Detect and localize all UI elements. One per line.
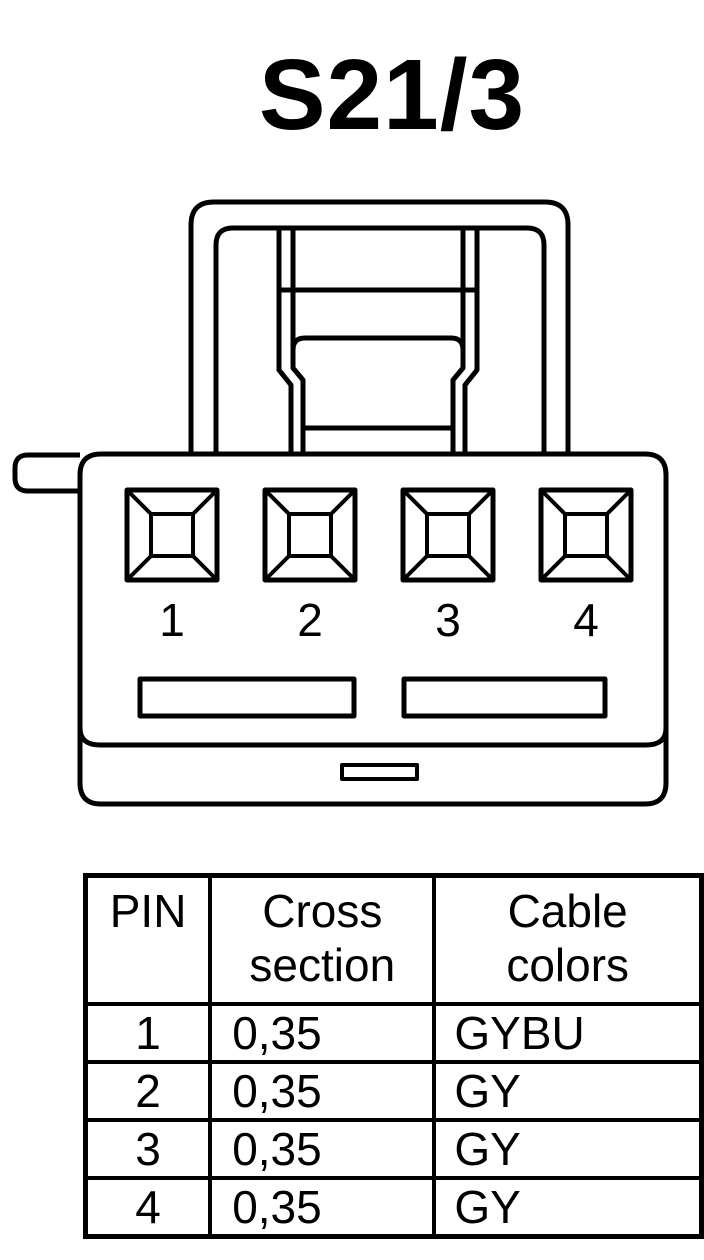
latch-tongue bbox=[276, 228, 480, 455]
cell-cross-section: 0,35 bbox=[208, 1176, 437, 1239]
pin-cavity-3 bbox=[400, 487, 496, 583]
cell-cable-color: GYBU bbox=[432, 1002, 704, 1064]
header-pin: PIN bbox=[83, 873, 213, 1006]
header-cable-colors: Cable colors bbox=[432, 873, 704, 1006]
cell-cross-section: 0,35 bbox=[208, 1118, 437, 1180]
table-row: 4 0,35 GY bbox=[83, 1176, 704, 1239]
lower-slot-right bbox=[401, 676, 608, 719]
side-tab bbox=[12, 452, 80, 494]
cell-pin: 3 bbox=[83, 1118, 213, 1180]
cell-pin: 4 bbox=[83, 1176, 213, 1239]
pin-number-4: 4 bbox=[573, 594, 599, 646]
pin-assignment-table: PIN Cross section Cable colors 1 0,35 GY… bbox=[83, 873, 704, 1239]
housing-step bbox=[77, 727, 669, 748]
lower-slot-left bbox=[137, 676, 357, 719]
pin-number-3: 3 bbox=[435, 594, 461, 646]
cell-pin: 2 bbox=[83, 1060, 213, 1122]
table-header-row: PIN Cross section Cable colors bbox=[83, 873, 704, 1006]
cell-cross-section: 0,35 bbox=[208, 1002, 437, 1064]
pin-number-1: 1 bbox=[159, 594, 185, 646]
cell-pin: 1 bbox=[83, 1002, 213, 1064]
latch-frame bbox=[188, 199, 571, 455]
table-row: 3 0,35 GY bbox=[83, 1118, 704, 1180]
cell-cable-color: GY bbox=[432, 1060, 704, 1122]
connector-title: S21/3 bbox=[258, 39, 526, 151]
pin-number-2: 2 bbox=[297, 594, 323, 646]
pin-cavity-1 bbox=[124, 487, 220, 583]
table-row: 2 0,35 GY bbox=[83, 1060, 704, 1122]
pin-cavity-4 bbox=[538, 487, 634, 583]
housing-body bbox=[77, 451, 669, 807]
connector-drawing: 1 2 3 4 bbox=[12, 199, 669, 807]
table-row: 1 0,35 GYBU bbox=[83, 1002, 704, 1064]
bottom-notch bbox=[340, 763, 419, 781]
cell-cross-section: 0,35 bbox=[208, 1060, 437, 1122]
cell-cable-color: GY bbox=[432, 1118, 704, 1180]
pin-cavity-2 bbox=[262, 487, 358, 583]
header-cross-section: Cross section bbox=[208, 873, 437, 1006]
cell-cable-color: GY bbox=[432, 1176, 704, 1239]
